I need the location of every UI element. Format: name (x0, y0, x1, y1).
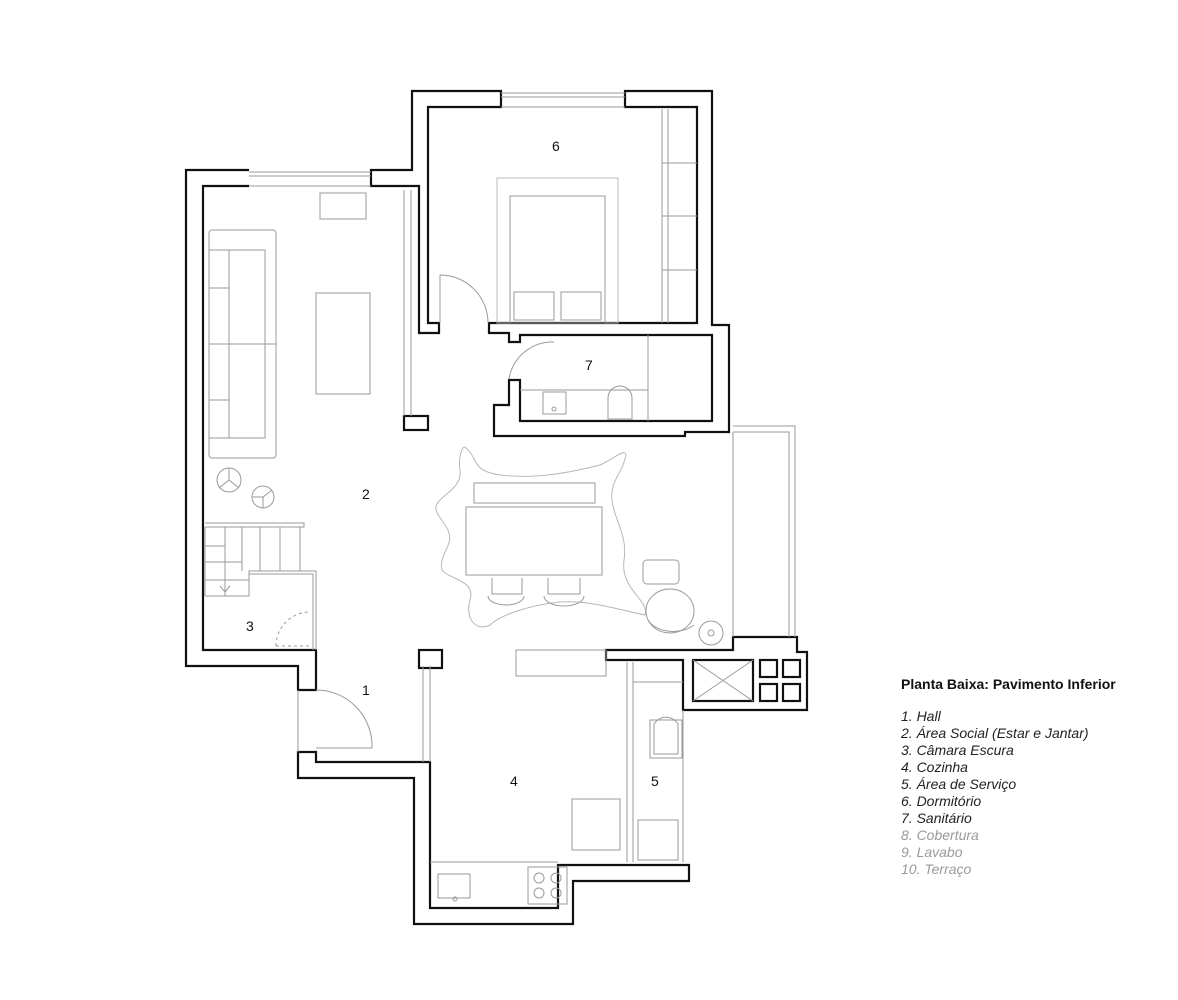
armchair-1-detail (218, 468, 240, 489)
dining-chairs (487, 578, 585, 607)
legend-item-social-area: 2. Área Social (Estar e Jantar) (901, 725, 1089, 741)
legend-item-roof: 8. Cobertura (901, 827, 979, 843)
burner-2 (550, 872, 562, 884)
service-divider (626, 662, 684, 862)
fridge (571, 798, 621, 851)
service-shaft-cross (692, 659, 754, 702)
service-box-1 (758, 658, 779, 679)
faucet (551, 406, 557, 412)
service-box-4 (781, 682, 802, 703)
room-label-6: 6 (552, 138, 560, 154)
legend-item-hall: 1. Hall (901, 708, 941, 724)
windows (249, 92, 796, 637)
coffee-table (315, 292, 371, 395)
doors (275, 274, 555, 752)
bed-frame (496, 177, 619, 324)
pillar-hall (417, 648, 444, 670)
burner-1 (533, 872, 545, 884)
stair-landing (249, 573, 314, 650)
legend-item-washroom: 9. Lavabo (901, 844, 963, 860)
room-labels: 1 2 3 4 5 6 7 (246, 138, 659, 789)
tank (637, 819, 679, 861)
washer-detail (653, 716, 679, 755)
door-sanitary (508, 341, 555, 380)
bed (509, 195, 606, 324)
lounge-chair (645, 588, 695, 634)
tv-unit (319, 192, 367, 220)
sanitary-counter (520, 335, 649, 421)
furniture-dormitory (496, 109, 697, 324)
service-box-2 (781, 658, 802, 679)
wardrobe (661, 109, 697, 323)
furniture-dining (435, 446, 724, 646)
pillow-right (560, 291, 602, 321)
window-dormitory (501, 92, 625, 108)
partition-line (403, 190, 412, 416)
wall-top-social-right (369, 89, 503, 335)
legend: Planta Baixa: Pavimento Inferior 1. Hall… (901, 676, 1171, 878)
legend-item-sanitary: 7. Sanitário (901, 810, 972, 826)
armchair-2-detail (252, 489, 273, 508)
cooktop (527, 866, 568, 905)
room-label-7: 7 (585, 357, 593, 373)
door-entrance (297, 689, 373, 752)
kitchen-tap (452, 896, 458, 902)
wall-dormitory (487, 89, 731, 438)
door-darkroom (275, 611, 311, 647)
legend-title: Planta Baixa: Pavimento Inferior (901, 676, 1116, 692)
room-label-3: 3 (246, 618, 254, 634)
rug (435, 446, 646, 628)
stairs (204, 522, 317, 650)
room-label-2: 2 (362, 486, 370, 502)
kitchen-sink (437, 873, 471, 899)
dining-table (465, 506, 603, 576)
furniture-sanitary (520, 335, 649, 421)
ottoman (642, 559, 680, 585)
walls (184, 89, 809, 926)
room-label-5: 5 (651, 773, 659, 789)
legend-item-service-area: 5. Área de Serviço (901, 776, 1017, 792)
wall-service (604, 635, 809, 712)
sink (542, 391, 567, 415)
toilet (607, 385, 633, 420)
wall-west-social (184, 168, 318, 692)
legend-item-terrace: 10. Terraço (901, 861, 972, 877)
sofa-detail (209, 249, 276, 439)
legend-list: 1. Hall 2. Área Social (Estar e Jantar) … (901, 708, 1171, 878)
service-box-3 (758, 682, 779, 703)
lounge-chair-detail (647, 619, 695, 632)
legend-item-kitchen: 4. Cozinha (901, 759, 968, 775)
burner-4 (550, 887, 562, 899)
furniture-social (208, 190, 412, 509)
sideboard (473, 482, 596, 504)
stair-arrow (219, 575, 231, 593)
window-terrace (732, 425, 796, 637)
burner-3 (533, 887, 545, 899)
furniture-kitchen (422, 649, 684, 905)
kitchen-island (515, 649, 607, 677)
room-label-1: 1 (362, 682, 370, 698)
side-table-inner (707, 629, 715, 637)
door-dormitory (439, 274, 489, 324)
pillow-left (513, 291, 555, 321)
legend-item-dormitory: 6. Dormitório (901, 793, 982, 809)
window-social (249, 171, 371, 187)
side-table (698, 620, 724, 646)
legend-item-darkroom: 3. Câmara Escura (901, 742, 1014, 758)
room-label-4: 4 (510, 773, 518, 789)
service-shaft (691, 658, 755, 703)
pillar-social (402, 414, 430, 432)
wall-hall-kitchen (296, 750, 691, 926)
stair-treads (205, 527, 281, 596)
washer (649, 719, 683, 759)
kitchen-wall-line (422, 666, 431, 762)
